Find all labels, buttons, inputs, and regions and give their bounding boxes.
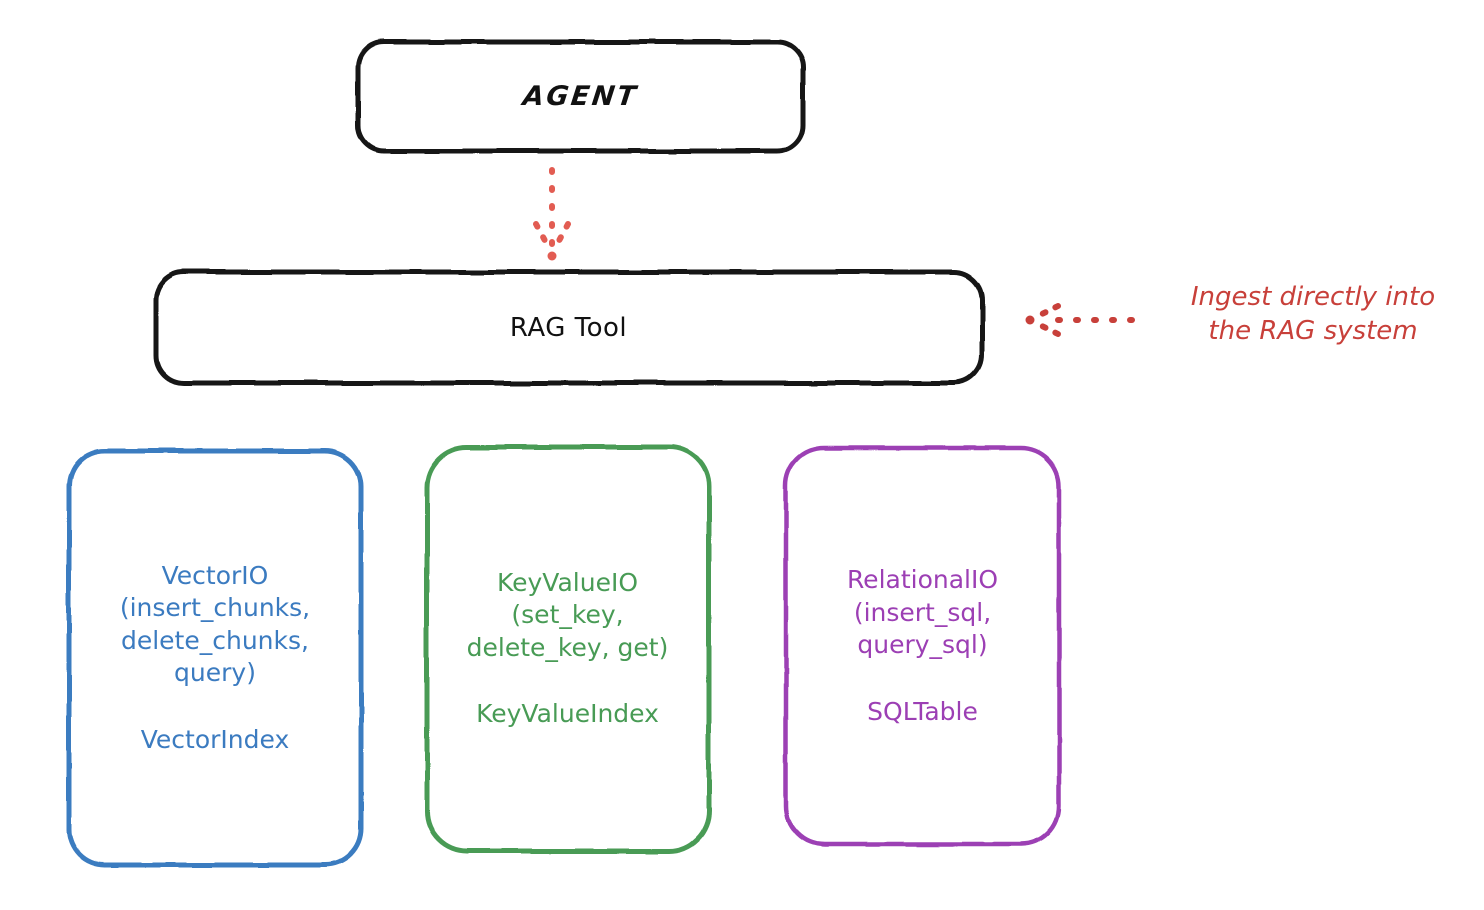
key-value-io-primary-label: KeyValueIO (set_key, delete_key, get) (466, 567, 669, 662)
agent-to-rag-connector (533, 167, 571, 261)
sql-table-label: SQLTable (867, 696, 978, 726)
rag-tool-label: RAG Tool (509, 312, 628, 343)
relational-io-box[interactable]: RelationalIO (insert_sql, query_sql) SQL… (784, 446, 1061, 846)
annotation-to-rag-connector (1025, 303, 1135, 337)
rag-tool-box[interactable]: RAG Tool (154, 271, 983, 384)
key-value-index-label: KeyValueIndex (476, 699, 659, 728)
vector-io-box[interactable]: VectorIO (insert_chunks, delete_chunks, … (67, 449, 363, 867)
agent-box[interactable]: AGENT (357, 41, 804, 152)
vector-io-primary-label: VectorIO (insert_chunks, delete_chunks, … (119, 560, 311, 688)
agent-label: AGENT (521, 81, 640, 112)
vector-index-label: VectorIndex (140, 724, 290, 754)
key-value-io-box[interactable]: KeyValueIO (set_key, delete_key, get) Ke… (424, 444, 711, 853)
relational-io-primary-label: RelationalIO (insert_sql, query_sql) (846, 565, 999, 659)
ingest-annotation-label: Ingest directly into the RAG system (1190, 282, 1436, 346)
